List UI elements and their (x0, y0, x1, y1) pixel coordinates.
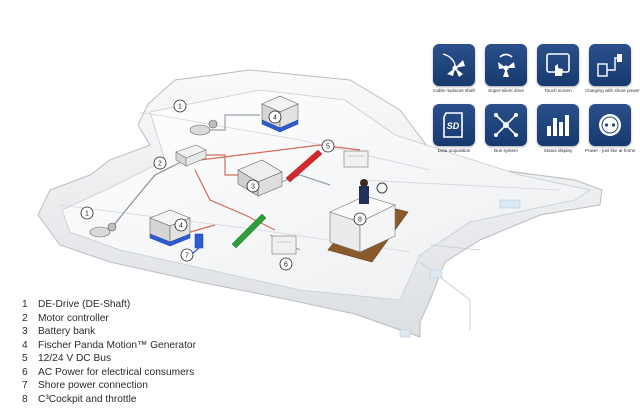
ac-power-panel (271, 235, 297, 255)
propeller-shaft-icon (433, 44, 475, 86)
callout-circle (174, 218, 188, 232)
legend-item: 5 12/24 V DC Bus (22, 352, 322, 366)
status-display-icon (537, 104, 579, 146)
callout-2: 2 (153, 156, 167, 170)
svg-text:SD: SD (447, 121, 460, 131)
feature-touch-screen: Touch screen (533, 44, 583, 100)
bus-system-icon (485, 104, 527, 146)
legend-label: AC Power for electrical consumers (38, 366, 195, 378)
feature-power-socket: Power - just like at home (585, 104, 635, 160)
shore-power-charging-icon (589, 44, 631, 86)
icon-caption: Touch screen (544, 88, 572, 93)
callout-number: 1 (85, 211, 89, 218)
dc-bus-bar (285, 149, 323, 183)
component-legend: 1 DE-Drive (DE-Shaft) 2 Motor controller… (22, 298, 322, 406)
callout-circle (80, 206, 94, 220)
callout-4: 4 (174, 218, 188, 232)
legend-label: DE-Drive (DE-Shaft) (38, 299, 131, 310)
ac-power-bar (231, 213, 267, 249)
callout-number: 8 (358, 217, 362, 224)
feature-bus-system: Bus system (481, 104, 531, 160)
icon-caption: Data acquisition (437, 148, 471, 153)
legend-item: 1 DE-Drive (DE-Shaft) (22, 298, 322, 312)
shore-power-connection (191, 233, 204, 255)
icon-caption: Status display (543, 148, 573, 153)
legend-item: 2 Motor controller (22, 312, 322, 326)
feature-icon-grid: Cable replaces shaft Super-silent drive … (429, 44, 640, 164)
generator-top (261, 95, 299, 133)
callout-number: 3 (251, 184, 255, 191)
callout-1: 1 (173, 99, 187, 113)
callout-circle (321, 139, 335, 153)
callout-circle (246, 179, 260, 193)
icon-caption: Charging with shore power (585, 88, 640, 93)
callout-7: 7 (180, 248, 194, 262)
callout-number: 2 (158, 161, 162, 168)
touch-screen-icon (537, 44, 579, 86)
legend-label: Shore power connection (38, 380, 148, 391)
callout-5: 5 (321, 139, 335, 153)
icon-caption: Bus system (494, 148, 518, 153)
power-socket-icon (589, 104, 631, 146)
legend-number: 5 (22, 353, 28, 364)
callout-circle (180, 248, 194, 262)
feature-shore-power-charging: Charging with shore power (585, 44, 640, 100)
callout-circle (268, 110, 282, 124)
motor-controller (175, 144, 207, 167)
callout-6: 6 (279, 257, 293, 271)
callout-markers: 1 1 2 3 4 4 5 6 7 8 (80, 99, 367, 271)
callout-number: 4 (273, 115, 277, 122)
de-drive-bottom (89, 222, 117, 238)
legend-item: 6 AC Power for electrical consumers (22, 366, 322, 380)
callout-circle (353, 212, 367, 226)
legend-number: 1 (22, 299, 28, 310)
ac-power-panel-top (343, 150, 369, 168)
callout-circle (279, 257, 293, 271)
icon-caption: Power - just like at home (585, 148, 636, 153)
legend-number: 7 (22, 380, 28, 391)
legend-number: 2 (22, 312, 28, 324)
silent-propeller-icon (485, 44, 527, 86)
cockpit-and-throttle (327, 179, 409, 263)
callout-4: 4 (268, 110, 282, 124)
legend-label: Motor controller (38, 312, 109, 324)
feature-data-acquisition: SD Data acquisition (429, 104, 479, 160)
callout-number: 1 (178, 104, 182, 111)
legend-item: 7 Shore power connection (22, 379, 322, 393)
legend-label: Battery bank (38, 326, 96, 337)
catamaran-hull (37, 69, 603, 338)
icon-caption: Cable replaces shaft (433, 88, 475, 93)
legend-number: 6 (22, 366, 28, 378)
sd-card-icon: SD (433, 104, 475, 146)
callout-number: 6 (284, 262, 288, 269)
de-drive-top (189, 119, 218, 136)
callout-3: 3 (246, 179, 260, 193)
feature-status-display: Status display (533, 104, 583, 160)
callout-number: 4 (179, 223, 183, 230)
callout-1: 1 (80, 206, 94, 220)
legend-label: 12/24 V DC Bus (38, 353, 112, 364)
callout-circle (153, 156, 167, 170)
legend-item: 4 Fischer Panda Motion™ Generator (22, 339, 322, 353)
legend-number: 8 (22, 393, 28, 405)
legend-item: 8 C³Cockpit and throttle (22, 393, 322, 407)
callout-circle (173, 99, 187, 113)
callout-8: 8 (353, 212, 367, 226)
legend-item: 3 Battery bank (22, 325, 322, 339)
icon-caption: Super-silent drive (488, 88, 524, 93)
legend-label: Fischer Panda Motion™ Generator (38, 339, 196, 351)
callout-number: 5 (326, 144, 330, 151)
legend-number: 3 (22, 326, 28, 337)
legend-number: 4 (22, 339, 28, 351)
feature-cable-replaces-shaft: Cable replaces shaft (429, 44, 479, 100)
callout-number: 7 (185, 253, 189, 260)
feature-super-silent-drive: Super-silent drive (481, 44, 531, 100)
legend-label: C³Cockpit and throttle (38, 393, 137, 405)
